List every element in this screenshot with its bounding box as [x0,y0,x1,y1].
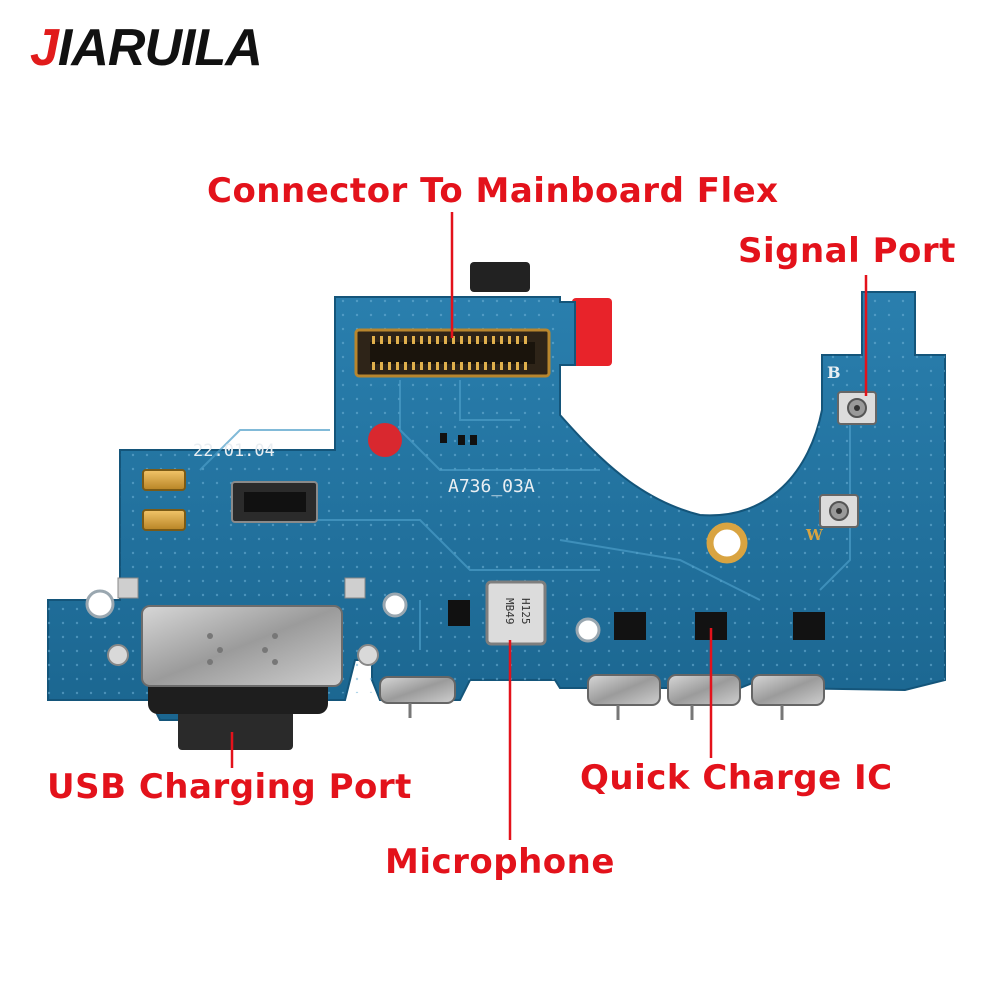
screw-hole [85,589,115,619]
board-date: 22.01.04 [193,441,275,461]
board-model: A736_03A [448,476,535,497]
callout-quick-charge-ic: Quick Charge IC [580,758,893,798]
secondary-connector [231,481,318,523]
red-tape [572,298,612,366]
mic-code-1: MB49 [503,598,516,625]
smd-chip [440,433,447,443]
gold-pad [142,469,186,491]
antenna-label-b: B [827,363,841,382]
pcb-traces [199,380,851,650]
usb-c-port [107,577,379,750]
mic-code-2: H125 [519,598,532,625]
antenna-label-w: W [805,526,824,544]
smd-chip [458,435,465,445]
antenna-socket-b [837,391,877,425]
leader-lines [230,212,868,840]
antenna-socket-w [819,494,859,528]
screw-hole [382,592,408,618]
brand-logo-rest: IARUILA [57,19,263,77]
quick-charge-ic [793,612,825,640]
quick-charge-ic [614,612,646,640]
gold-pad [142,509,186,531]
gold-ring-hole [706,522,748,564]
callout-microphone: Microphone [385,842,615,882]
smd-chip [470,435,477,445]
microphone-component: MB49 H125 [485,580,547,646]
callout-signal-port: Signal Port [738,231,956,271]
mounting-hole-red [368,423,402,457]
screw-hole [575,617,601,643]
brand-logo-accent: J [30,19,59,77]
brand-logo: JIARUILA [30,19,263,77]
spring-contact [751,674,825,720]
callout-connector: Connector To Mainboard Flex [207,171,779,211]
flex-tab [470,262,530,292]
callout-usb-charging-port: USB Charging Port [47,767,412,807]
spring-contact [379,676,456,718]
spring-contact [667,674,741,720]
spring-contact [587,674,661,720]
smd-chip [448,600,470,626]
pcb-via-field [48,292,945,700]
